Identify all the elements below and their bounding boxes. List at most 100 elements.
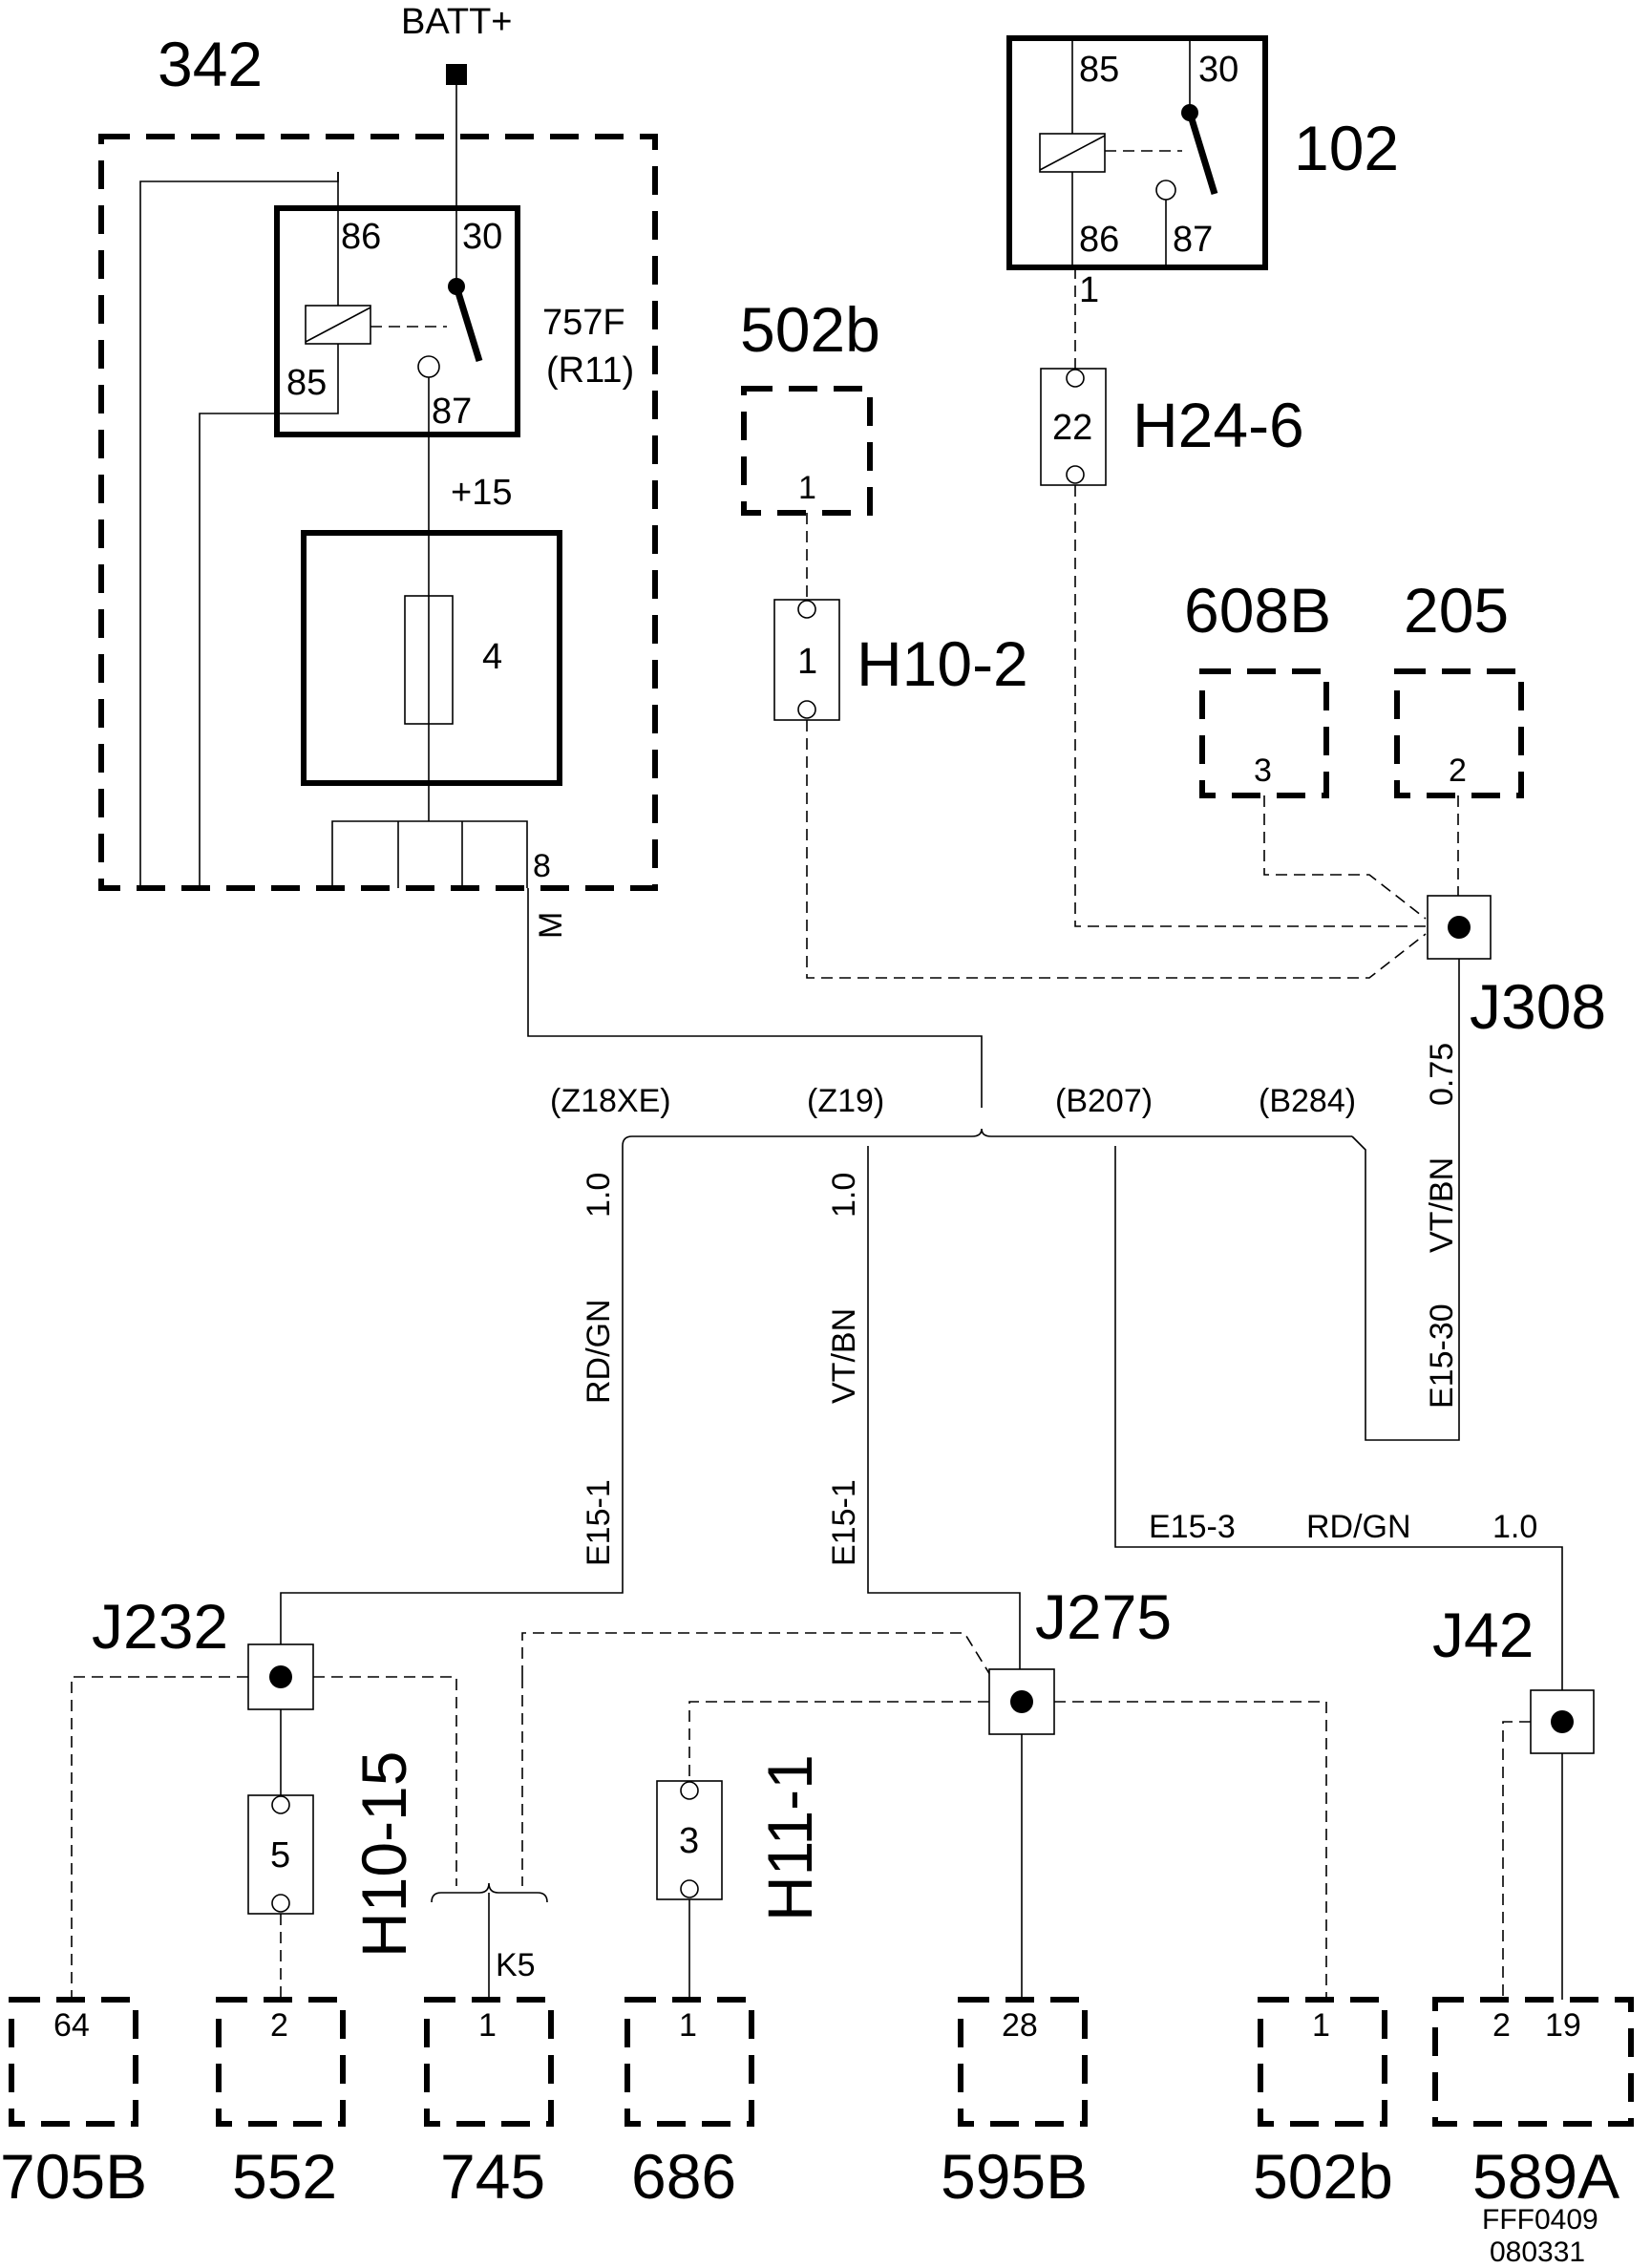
j275-label: J275 [1035,1581,1172,1652]
component-745-pin: 1 [478,2007,497,2044]
component-745-outline [424,1997,554,2127]
h10-15-label: H10-15 [349,1751,419,1958]
z18xe-wire [280,1146,624,1660]
batt-plus-terminal [446,64,467,85]
component-589a-label: 589A [1472,2141,1619,2212]
z19-wire-code: E15-1 [826,1479,862,1566]
relay-757f-name: 757F [542,303,625,343]
splice-j42: J42 [1432,1600,1595,2000]
relay-757f-pin-30-label: 30 [462,217,502,257]
j232-node [269,1665,292,1688]
component-589a-pin-19: 19 [1545,2007,1581,2044]
b207-wire [1114,1146,1563,1703]
component-595b-outline [958,1997,1088,2127]
j308-wire-size: 0.75 [1424,1043,1460,1106]
k5-label: K5 [496,1947,536,1983]
wire-b207-branch: E15-3 RD/GN 1.0 [1114,1146,1563,1703]
splice-j232: J232 [71,1591,457,2000]
ground-feed-wire [527,888,983,1108]
z19-wire-size: 1.0 [826,1173,862,1218]
h10-2-to-j308-wire [806,720,1427,979]
component-205-label: 205 [1404,575,1509,646]
z18xe-wire-color: RD/GN [581,1299,617,1404]
connector-h11-1: 3 H11-1 [656,1754,825,2000]
component-686-label: 686 [631,2141,736,2212]
relay-102-coil-diag [1039,135,1106,171]
wire-z18xe-branch: 1.0 RD/GN E15-1 [280,1146,624,1660]
component-745: 1 745 [424,1997,554,2212]
component-502b-bottom-label: 502b [1253,2141,1393,2212]
component-205-outline [1394,668,1524,798]
junction-k5: K5 [431,1632,1002,2000]
variant-bus-line [622,1128,1352,1147]
component-705b-pin: 64 [53,2007,90,2044]
relay-757f-coil-diag [305,307,371,343]
fuse-4-housing [301,530,562,786]
relay-102-pin-85-label: 85 [1079,50,1119,90]
h11-1-label: H11-1 [754,1754,825,1921]
h10-2-body [773,599,840,721]
component-686: 1 686 [624,1997,754,2212]
relay-102-label: 102 [1294,113,1399,183]
component-502b-top-pin: 1 [798,470,816,506]
variant-z18xe-label: (Z18XE) [550,1083,671,1119]
z18xe-wire-code: E15-1 [581,1479,617,1566]
j42-node [1551,1710,1574,1733]
component-595b-pin: 28 [1002,2007,1038,2044]
variant-b284-label: (B284) [1259,1083,1356,1119]
h10-15-pin-label: 5 [270,1835,290,1876]
fuse-4-number: 4 [482,637,502,677]
component-686-pin: 1 [679,2007,697,2044]
component-608b-pin: 3 [1254,752,1272,789]
b207-wire-code: E15-3 [1149,1509,1236,1545]
batt-plus-label: BATT+ [401,2,513,42]
h24-6-to-j308-wire [1074,485,1426,927]
ground-pin-8-label: 8 [533,848,551,884]
component-502b-top: 502b 1 [740,294,880,600]
component-608b: 608B 3 [1184,575,1427,920]
wire-85-loop [199,399,339,888]
plus-15-label: +15 [451,473,512,513]
component-502b-bottom-outline [1258,1997,1387,2127]
component-686-outline [624,1997,754,2127]
component-552-outline [216,1997,346,2127]
variant-z19-label: (Z19) [807,1083,884,1119]
connector-h10-2: 1 H10-2 [773,599,1427,979]
h11-1-pin-label: 3 [679,1821,699,1861]
component-745-label: 745 [440,2141,545,2212]
j308-node [1448,916,1471,939]
component-502b-top-outline [741,386,873,516]
drawing-code: FFF0409 [1482,2204,1598,2236]
relay-757f-pin-87-label: 87 [432,392,472,432]
relay-102-pin-30-label: 30 [1198,50,1238,90]
j275-node [1010,1690,1033,1713]
splice-j308: J308 0.75 VT/BN E15-30 [1351,895,1606,1441]
component-502b-top-label: 502b [740,294,880,365]
j308-label: J308 [1470,971,1606,1042]
h24-6-pin-bottom [1066,465,1085,484]
component-342-label: 342 [158,29,263,99]
j308-wire-color: VT/BN [1424,1157,1460,1253]
variant-bus: (Z18XE) (Z19) (B207) (B284) [527,888,1356,1147]
h11-1-pin-bottom [680,1879,699,1898]
connector-h10-15: 5 H10-15 [247,1751,419,2000]
h11-1-pin-top [680,1781,699,1800]
h10-15-pin-top [271,1795,290,1814]
b207-wire-size: 1.0 [1492,1509,1537,1545]
component-589a-pin-2: 2 [1492,2007,1511,2044]
h10-2-pin-label: 1 [797,642,817,682]
relay-102-pin-87-label: 87 [1173,220,1213,260]
relay-757f-switch-blade [453,285,483,363]
component-552: 2 552 [216,1997,346,2212]
component-552-pin: 2 [270,2007,288,2044]
component-342: 342 BATT+ 86 30 85 87 757F (R11) [98,2,658,939]
j42-to-589a-pin2-wire [1502,1721,1531,2000]
component-705b: 64 705B [0,1997,147,2212]
component-502b-bottom-pin: 1 [1312,2007,1330,2044]
j232-to-k5-wire [313,1676,457,1886]
relay-757f-contact-87 [417,355,440,378]
component-552-label: 552 [232,2141,337,2212]
z18xe-wire-size: 1.0 [581,1173,617,1218]
relay-757f: 86 30 85 87 757F (R11) [274,172,634,518]
